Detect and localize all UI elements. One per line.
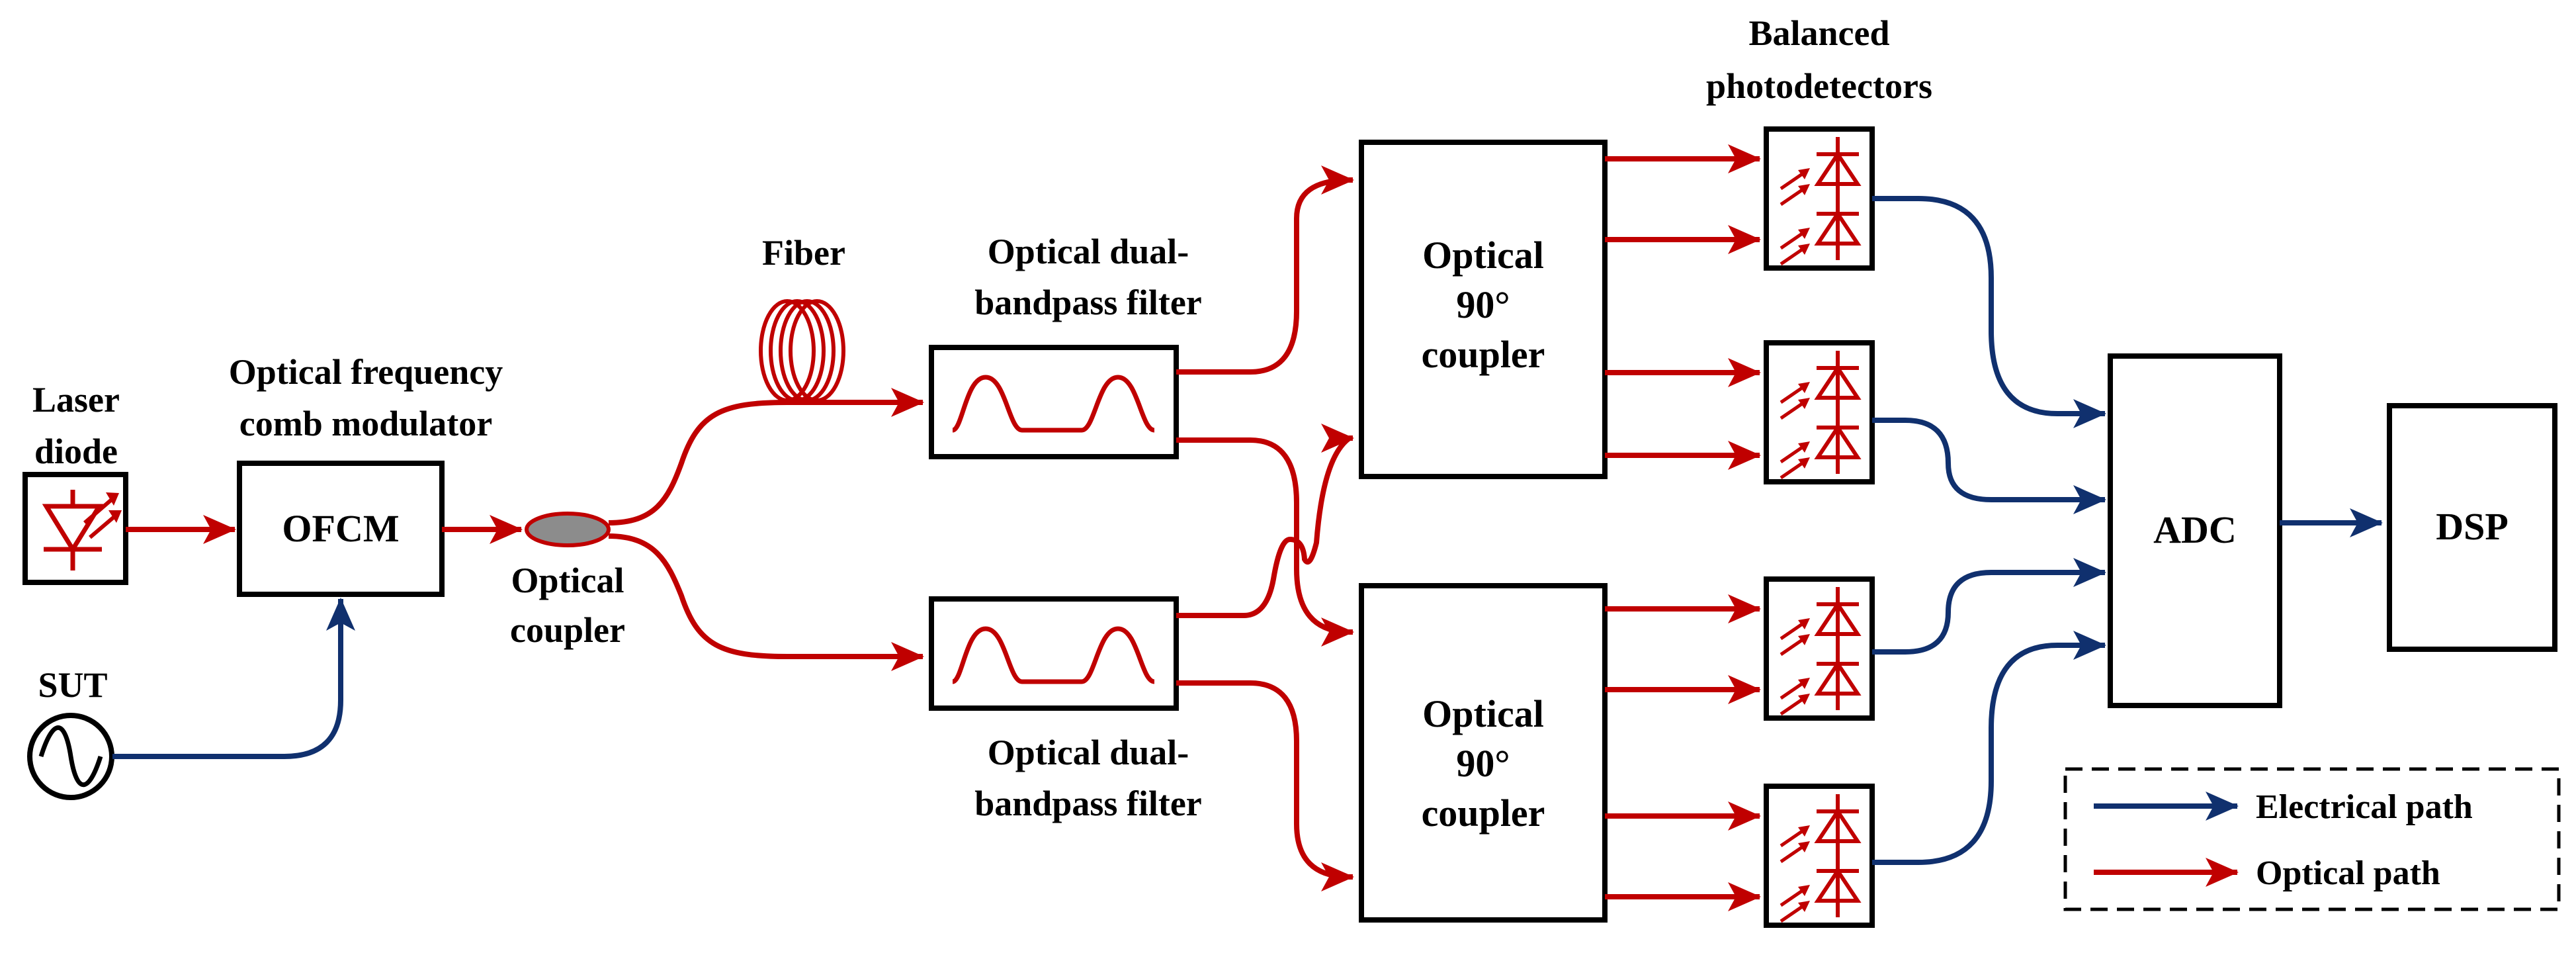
legend-optical-label: Optical path [2256, 854, 2440, 892]
electrical-path-sut-to-ofcm [112, 598, 355, 759]
ofcm-title-line2: comb modulator [239, 404, 492, 443]
ofcm-title-line1: Optical frequency [229, 352, 503, 392]
fiber-label: Fiber [762, 233, 845, 273]
optical-coupler-label-line2: coupler [510, 610, 625, 650]
balanced-photodetector-1 [1764, 126, 1875, 271]
laser-diode [22, 472, 128, 585]
ofcm-block-label: OFCM [282, 507, 399, 550]
balanced-photodetector-4 [1764, 784, 1875, 928]
optical-filter-bottom [929, 596, 1179, 711]
legend-frame [2063, 767, 2561, 911]
balanced-photodetectors [1764, 126, 1875, 928]
bpd-title-line1: Balanced [1748, 13, 1889, 53]
laser-diode-label-line1: Laser [32, 380, 120, 420]
filter-bottom-label-line1: Optical dual- [988, 733, 1189, 772]
photodiode-pair-icon [1780, 137, 1862, 266]
coupler90-top-line2: 90° [1456, 283, 1510, 326]
coupler90-top-line1: Optical [1422, 234, 1544, 277]
filter-top-label-line2: bandpass filter [974, 283, 1202, 322]
dsp-block-label: DSP [2436, 505, 2509, 548]
optical-paths-coupler-to-bpd [1605, 144, 1761, 911]
optical-path-coupler-to-bottom-filter [608, 533, 924, 671]
optical-coupler-icon [525, 512, 611, 547]
sut-source-icon [27, 713, 114, 800]
optical-90-coupler-top [1359, 140, 1608, 479]
photodiode-pair-icon [1780, 794, 1862, 923]
filter-top-passband-icon [951, 375, 1156, 433]
electrical-path-bpd4-to-adc [1872, 631, 2106, 865]
coupler90-bottom-line3: coupler [1422, 792, 1545, 835]
adc-block [2108, 353, 2282, 708]
electrical-path-bpd1-to-adc [1872, 196, 2106, 428]
optical-path-bottom-filter-to-top-coupler [1176, 424, 1354, 618]
laser-diode-icon [42, 490, 122, 570]
optical-90-coupler-bottom [1359, 583, 1608, 923]
filter-bottom-passband-icon [951, 626, 1156, 684]
balanced-photodetector-2 [1764, 340, 1875, 484]
coupler90-top-line3: coupler [1422, 333, 1545, 376]
electrical-path-bpd2-to-adc [1872, 418, 2106, 514]
sut-label: SUT [38, 665, 107, 705]
legend-electrical-label: Electrical path [2256, 788, 2473, 826]
balanced-photodetector-3 [1764, 576, 1875, 721]
optical-path-bottom-filter-to-bottom-coupler [1176, 680, 1354, 891]
optical-path-coupler-to-top-filter [608, 388, 924, 525]
fiber-spool-icon [759, 299, 845, 402]
adc-block-label: ADC [2153, 508, 2237, 551]
dsp-block [2387, 403, 2557, 652]
electrical-path-bpd3-to-adc [1872, 558, 2106, 655]
photodiode-pair-icon [1780, 587, 1862, 716]
photodiode-pair-icon [1780, 351, 1862, 480]
coupler90-bottom-line1: Optical [1422, 692, 1544, 735]
optical-path-top-filter-to-top-coupler [1176, 165, 1354, 375]
filter-bottom-label-line2: bandpass filter [974, 784, 1202, 823]
optical-path-top-filter-to-bottom-coupler [1176, 437, 1354, 647]
laser-diode-label-line2: diode [34, 432, 118, 471]
bpd-title-line2: photodetectors [1706, 66, 1932, 106]
legend: Electrical path Optical path [2063, 767, 2561, 911]
coupler90-bottom-line2: 90° [1456, 742, 1510, 785]
optical-coupler-label-line1: Optical [511, 561, 624, 600]
optical-filter-top [929, 345, 1179, 459]
filter-top-label-line1: Optical dual- [988, 232, 1189, 271]
